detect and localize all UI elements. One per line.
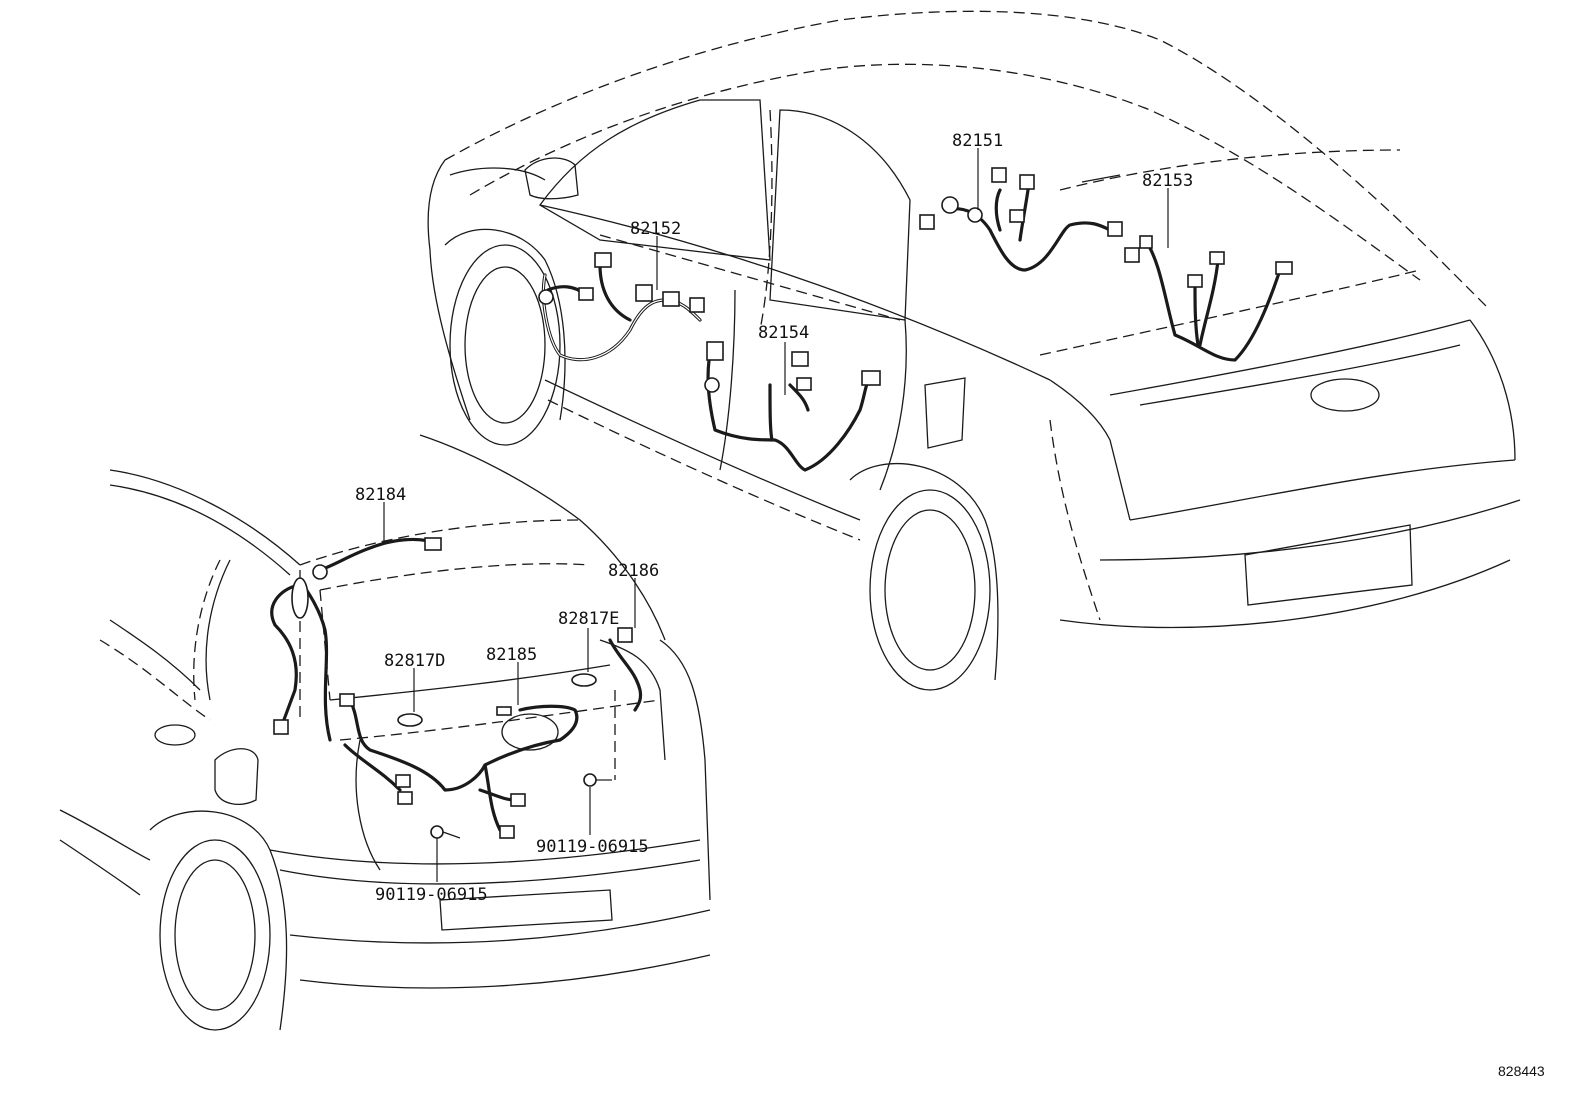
hatchback-body — [59, 434, 711, 1031]
figure-reference-number: 828443 — [1498, 1063, 1545, 1079]
harness-82186 — [608, 627, 643, 712]
bolt-left-icon — [430, 825, 461, 839]
clip-82817E — [571, 673, 597, 687]
harness-82185 — [339, 693, 579, 839]
label-82154: 82154 — [758, 323, 809, 343]
sedan-body — [427, 10, 1521, 691]
label-bolt-right: 90119-06915 — [536, 837, 649, 857]
label-82817E: 82817E — [558, 609, 619, 629]
clip-82817D — [397, 713, 423, 727]
label-82151: 82151 — [952, 131, 1003, 151]
harness-82151 — [919, 167, 1123, 272]
label-82152: 82152 — [630, 219, 681, 239]
leader-lines — [383, 148, 1169, 882]
label-82153: 82153 — [1142, 171, 1193, 191]
label-82817D: 82817D — [384, 651, 445, 671]
label-82186: 82186 — [608, 561, 659, 581]
harness-82154 — [704, 341, 881, 472]
label-82184: 82184 — [355, 485, 406, 505]
harness-82152 — [538, 252, 705, 362]
harness-82184 — [270, 537, 442, 742]
bolt-right-icon — [583, 773, 612, 787]
label-bolt-left: 90119-06915 — [375, 885, 488, 905]
harness-82153 — [1124, 235, 1293, 362]
label-82185: 82185 — [486, 645, 537, 665]
